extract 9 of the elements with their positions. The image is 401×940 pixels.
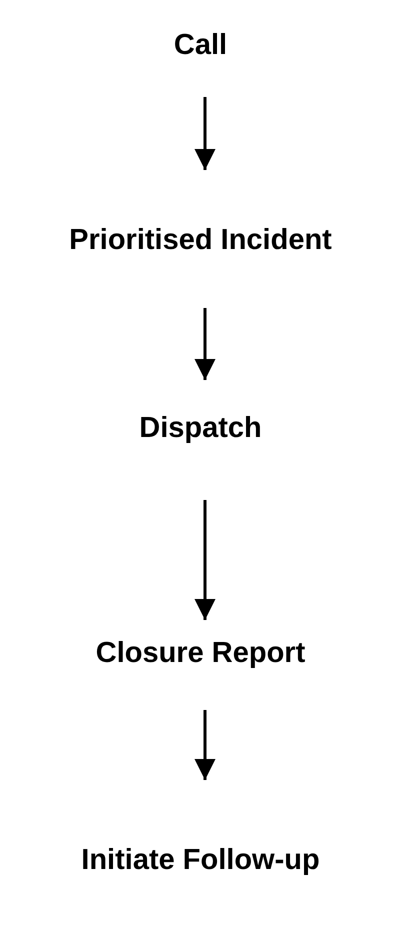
arrow [194,710,216,780]
arrow [194,500,216,620]
step-label: Initiate Follow-up [0,780,401,900]
arrow [194,97,216,170]
step-label: Closure Report [0,620,401,710]
step-label: Call [0,10,401,97]
step-label: Dispatch [0,380,401,500]
arrow [194,308,216,380]
step-label: Prioritised Incident [0,170,401,308]
